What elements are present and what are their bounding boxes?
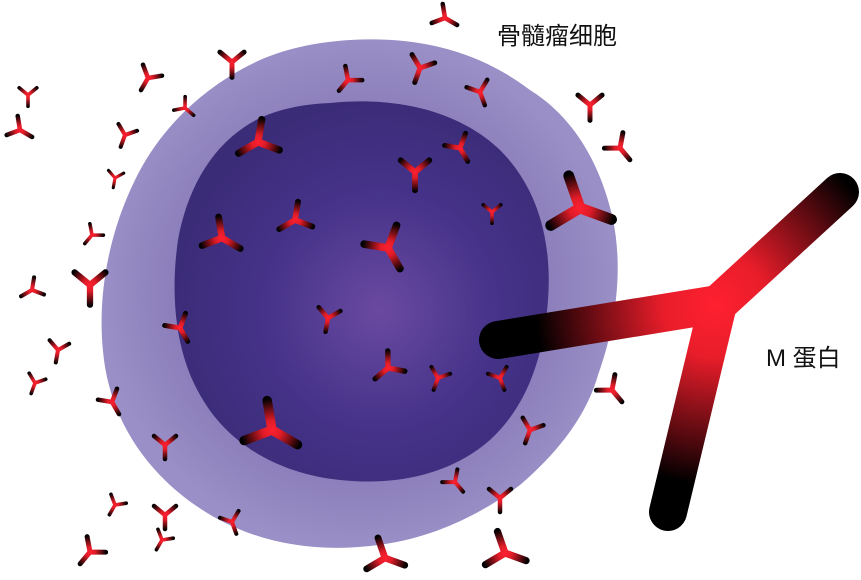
antibody-y-icon	[76, 222, 106, 252]
antibody-y-icon	[485, 532, 532, 578]
antibody-y-icon	[154, 506, 176, 529]
antibody-y-icon	[432, 4, 463, 35]
antibody-y-icon	[104, 168, 126, 191]
antibody-y-icon	[16, 277, 44, 304]
antibody-y-icon	[46, 340, 69, 364]
antibody-y-icon	[17, 86, 39, 108]
antibody-y-icon	[578, 95, 602, 120]
m-protein-antibody-icon	[479, 173, 859, 531]
cell-nucleus	[174, 101, 549, 482]
myeloma-cell-icon	[101, 39, 618, 548]
antibody-y-icon	[111, 124, 137, 150]
myeloma-cell-label: 骨髓瘤细胞	[497, 23, 617, 50]
antibody-y-icon	[604, 133, 639, 168]
antibody-y-icon	[596, 375, 631, 410]
m-protein-label: M 蛋白	[766, 345, 841, 372]
antibody-y-icon	[131, 65, 162, 96]
antibody-y-icon	[146, 527, 176, 556]
antibody-y-icon	[75, 272, 106, 304]
antibody-y-icon	[71, 537, 106, 572]
antibody-y-icon	[7, 116, 38, 147]
antibody-y-icon	[99, 492, 129, 521]
antibody-y-icon	[21, 371, 48, 399]
